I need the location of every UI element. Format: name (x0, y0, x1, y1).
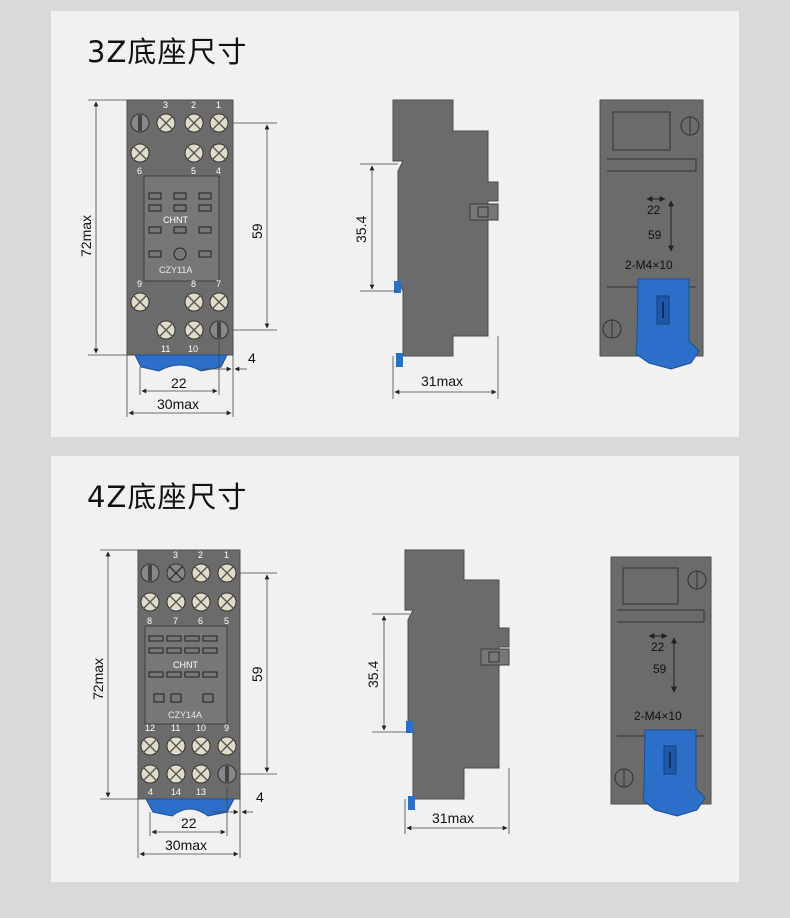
dim-depth: 31max (421, 373, 463, 389)
model-label: CZY11A (159, 265, 192, 275)
terminal-7: 7 (173, 616, 178, 626)
drawing-3z: CHNT CZY11A 3 2 1 6 5 4 9 8 7 11 10 (78, 99, 704, 417)
terminal-5: 5 (224, 616, 229, 626)
dim-mount: 22 (181, 815, 197, 831)
terminal-1: 1 (216, 100, 221, 110)
panel-title: 3Z底座尺寸 (87, 35, 248, 69)
mount-note-a: 22 (647, 203, 661, 217)
terminal-9: 9 (224, 723, 229, 733)
mount-note-b: 59 (648, 228, 662, 242)
terminal-10: 10 (196, 723, 206, 733)
front-dimensions (100, 549, 277, 858)
dim-edge: 4 (256, 789, 264, 805)
terminal-row-lower (130, 292, 229, 340)
panel-title: 4Z底座尺寸 (87, 480, 248, 514)
terminal-8: 8 (191, 279, 196, 289)
terminal-row-top (140, 563, 237, 583)
terminal-3: 3 (173, 550, 178, 560)
dim-depth: 31max (432, 810, 474, 826)
dim-width: 30max (157, 396, 199, 412)
brand-label: CHNT (173, 660, 198, 670)
side-view (404, 549, 510, 810)
dim-rail: 35.4 (353, 216, 369, 243)
mount-note-a: 22 (651, 640, 665, 654)
side-dimensions (372, 613, 510, 834)
side-dimensions (360, 163, 499, 399)
terminal-6: 6 (137, 166, 142, 176)
terminal-8: 8 (147, 616, 152, 626)
terminal-10: 10 (188, 344, 198, 354)
front-dimensions (88, 99, 277, 417)
mount-note-b: 59 (653, 662, 667, 676)
terminal-4: 4 (216, 166, 221, 176)
dim-hole-pitch: 59 (249, 666, 265, 682)
dim-edge: 4 (248, 350, 256, 366)
terminal-11: 11 (171, 723, 180, 733)
side-view (392, 99, 499, 367)
terminal-6: 6 (198, 616, 203, 626)
dim-height: 72max (78, 215, 94, 257)
din-clip (145, 798, 235, 817)
dim-width: 30max (165, 837, 207, 853)
dim-hole-pitch: 59 (249, 223, 265, 239)
brand-label: CHNT (163, 215, 188, 225)
mount-note-screws: 2-M4×10 (625, 258, 673, 272)
panel-3z: 3Z底座尺寸 (51, 11, 739, 437)
panel-4z: 4Z底座尺寸 (51, 456, 739, 882)
terminal-9: 9 (137, 279, 142, 289)
terminal-4: 4 (148, 787, 153, 797)
terminal-14: 14 (171, 787, 181, 797)
dim-height: 72max (90, 658, 106, 700)
terminal-row-top (130, 113, 229, 133)
dim-rail: 35.4 (365, 661, 381, 688)
terminal-3: 3 (163, 100, 168, 110)
back-view (610, 556, 712, 817)
terminal-2: 2 (198, 550, 203, 560)
terminal-1: 1 (224, 550, 229, 560)
terminal-12: 12 (145, 723, 155, 733)
terminal-row-lower (140, 736, 237, 784)
terminal-11: 11 (161, 344, 170, 354)
mount-note-screws: 2-M4×10 (634, 709, 682, 723)
terminal-13: 13 (196, 787, 206, 797)
terminal-row-upper (130, 143, 229, 163)
terminal-5: 5 (191, 166, 196, 176)
front-view: CHNT CZY11A 3 2 1 6 5 4 9 8 7 11 10 (126, 99, 234, 372)
back-view (599, 99, 704, 370)
terminal-2: 2 (191, 100, 196, 110)
terminal-7: 7 (216, 279, 221, 289)
front-view: CHNT CZY14A 3 2 1 8 7 6 5 12 11 10 9 (137, 549, 241, 817)
model-label: CZY14A (168, 710, 202, 720)
dim-mount: 22 (171, 375, 187, 391)
terminal-row-upper (140, 592, 237, 612)
drawing-4z: CHNT CZY14A 3 2 1 8 7 6 5 12 11 10 9 (90, 549, 712, 858)
